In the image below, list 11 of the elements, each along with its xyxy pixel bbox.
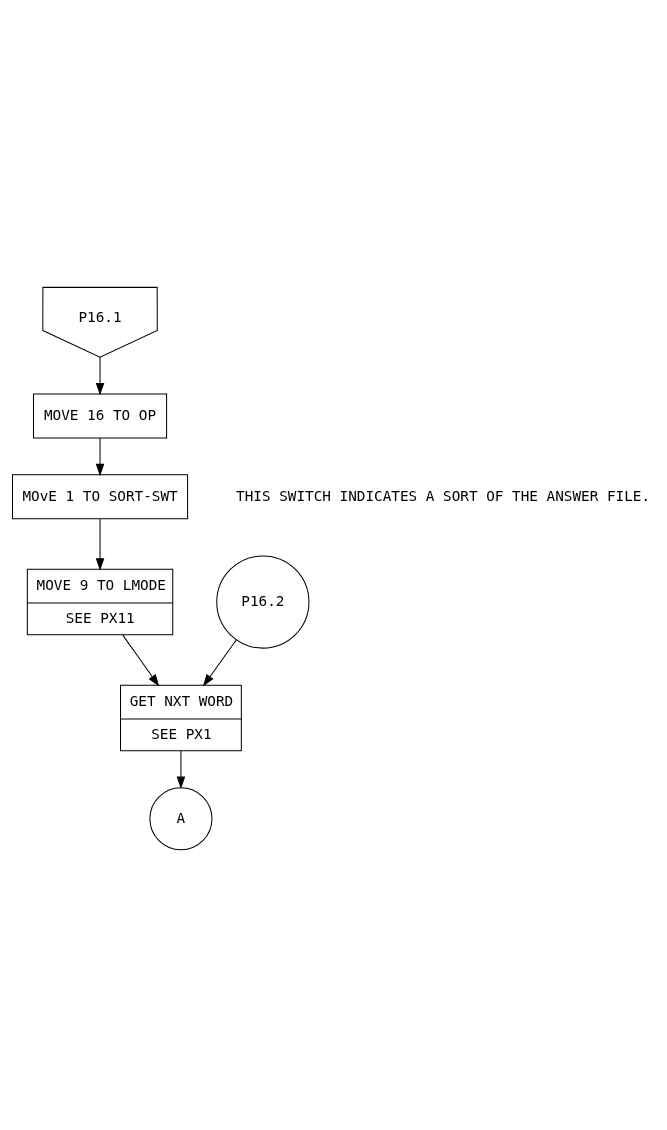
node-box: MOvE 1 TO SORT-SWT (12, 474, 189, 520)
arrow (202, 639, 237, 687)
node-label: THIS SWITCH INDICATES A SORT OF THE ANSWER FILE. (236, 487, 651, 504)
arrow (122, 634, 160, 687)
arrow (176, 750, 186, 789)
node-circle: A (149, 787, 213, 851)
arrow (95, 518, 105, 571)
node-box: MOVE 16 TO OP (33, 393, 168, 439)
arrow (95, 356, 105, 396)
arrow (95, 437, 105, 477)
node-circle: P16.2 (216, 555, 310, 649)
